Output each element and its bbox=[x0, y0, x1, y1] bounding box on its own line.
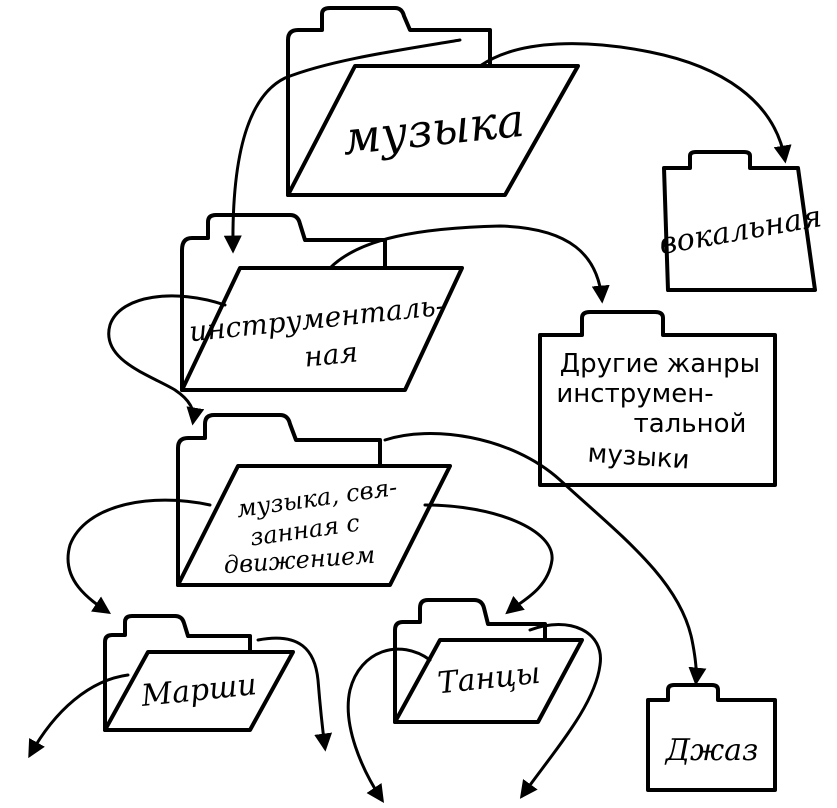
folder-vokalnaya: вокальная bbox=[656, 150, 824, 292]
arrow-dvizhenie-to-tantsy bbox=[423, 503, 554, 615]
folder-vokalnaya-body bbox=[662, 150, 817, 292]
folder-marshi: Марши bbox=[103, 614, 295, 732]
folder-drugie-label-line3: тальной bbox=[634, 409, 747, 439]
folder-dvizhenie: музыка, свя- занная с движением bbox=[176, 413, 452, 587]
folder-drugie-body bbox=[538, 310, 777, 487]
folder-dvizhenie-front bbox=[176, 464, 452, 587]
folder-muzyka-front bbox=[286, 64, 580, 197]
arrow-instrumentalnaya-to-drugie bbox=[328, 224, 610, 304]
folder-marshi-front bbox=[103, 650, 295, 732]
folder-tantsy-back bbox=[393, 598, 547, 724]
folder-tantsy-front bbox=[393, 638, 584, 724]
folder-muzyka-back bbox=[286, 6, 492, 197]
folder-drugie-label-line2: инструмен- bbox=[556, 379, 713, 409]
folder-tantsy: Танцы bbox=[393, 598, 584, 724]
folder-drugie: Другие жанры инструмен- тальной музыки bbox=[538, 310, 777, 487]
folder-marshi-label: Марши bbox=[139, 667, 259, 714]
folder-dvizhenie-back bbox=[176, 413, 382, 587]
folder-dvizhenie-label-line3: движением bbox=[223, 541, 376, 579]
folder-muzyka: музыка bbox=[286, 6, 580, 197]
folder-instrumentalnaya-label-line2: ная bbox=[303, 335, 360, 373]
folder-vokalnaya-label: вокальная bbox=[656, 199, 824, 262]
folder-instrumentalnaya-back bbox=[180, 213, 387, 392]
folder-drugie-label-line4: музыки bbox=[587, 438, 691, 475]
arrow-marshi-out-left bbox=[28, 673, 130, 759]
folder-dzhaz-body bbox=[646, 683, 777, 792]
folder-instrumentalnaya: инструменталь- ная bbox=[180, 213, 464, 392]
folder-dzhaz-label: Джаз bbox=[664, 733, 759, 768]
folder-dzhaz: Джаз bbox=[646, 683, 777, 792]
folder-tantsy-label: Танцы bbox=[436, 656, 542, 702]
folder-marshi-back bbox=[103, 614, 252, 732]
arrow-dvizhenie-to-dzhaz bbox=[383, 431, 707, 686]
arrow-instrumentalnaya-to-dvizhenie bbox=[107, 294, 227, 426]
arrow-dvizhenie-to-marshi bbox=[66, 498, 212, 614]
arrow-muzyka-to-instrumentalnaya bbox=[223, 38, 462, 254]
arrow-tantsy-out-right bbox=[519, 623, 602, 799]
folder-muzyka-label: музыка bbox=[340, 93, 527, 166]
arrow-tantsy-out-left bbox=[346, 647, 432, 803]
arrow-muzyka-to-vokalnaya bbox=[478, 42, 792, 164]
folder-instrumentalnaya-front bbox=[180, 266, 464, 392]
arrow-marshi-out-right bbox=[256, 636, 333, 752]
folder-drugie-label-line1: Другие жанры bbox=[560, 349, 760, 379]
